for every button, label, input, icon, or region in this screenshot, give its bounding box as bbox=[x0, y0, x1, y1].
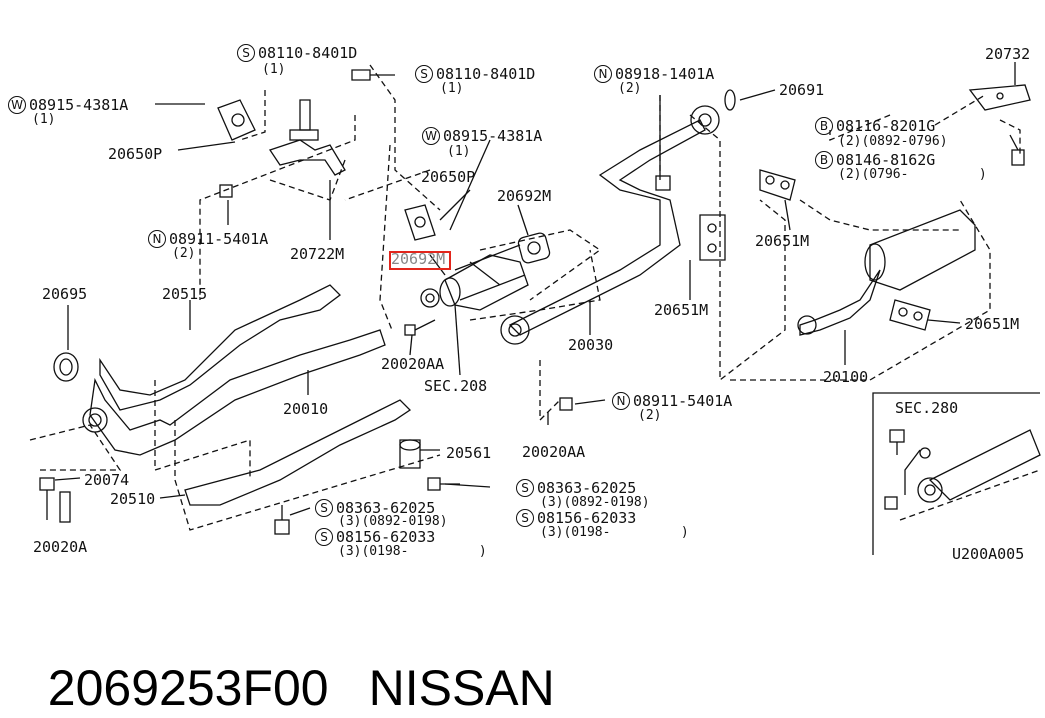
footer-caption: 2069253F00 NISSAN bbox=[20, 598, 555, 718]
part-08363-62025-b: 08363-62025 bbox=[336, 499, 436, 517]
s-marker: S bbox=[315, 499, 333, 517]
s-marker: S bbox=[237, 44, 255, 62]
qty: (1) bbox=[32, 112, 56, 127]
qty: (1) bbox=[262, 62, 286, 77]
part-08911-5401A-b: 08911-5401A bbox=[633, 392, 733, 410]
part-08156-62033-b: 08156-62033 bbox=[336, 528, 436, 546]
b-marker: B bbox=[815, 151, 833, 169]
part-20651M-c: 20651M bbox=[965, 315, 1020, 333]
qty: (1) bbox=[447, 144, 471, 159]
part-08915-4381A-a: 08915-4381A bbox=[29, 96, 129, 114]
part-20732: 20732 bbox=[985, 45, 1031, 63]
part-20650P-a: 20650P bbox=[108, 145, 163, 163]
part-08363-62025-a: 08363-62025 bbox=[537, 479, 637, 497]
part-20695: 20695 bbox=[42, 285, 88, 303]
part-20020A: 20020A bbox=[33, 538, 88, 556]
qty-date: (2)(0796- ) bbox=[838, 167, 987, 182]
part-20722M: 20722M bbox=[290, 245, 345, 263]
part-20692M-highlighted: 20692M bbox=[391, 250, 446, 268]
w-marker: W bbox=[8, 96, 26, 114]
part-20651M-b: 20651M bbox=[654, 301, 709, 319]
qty-date: (3)(0892-0198) bbox=[338, 514, 448, 529]
section-208: SEC.208 bbox=[424, 377, 488, 395]
part-20030: 20030 bbox=[568, 336, 614, 354]
part-08146-8162G: 08146-8162G bbox=[836, 151, 936, 169]
part-20650P-b: 20650P bbox=[421, 168, 476, 186]
s-marker: S bbox=[516, 479, 534, 497]
part-08915-4381A-b: 08915-4381A bbox=[443, 127, 543, 145]
exhaust-parts-diagram bbox=[29, 62, 1041, 555]
s-marker: S bbox=[315, 528, 333, 546]
brand-name: NISSAN bbox=[368, 660, 555, 716]
brackets-and-hangers bbox=[217, 84, 1031, 469]
part-20691: 20691 bbox=[779, 81, 825, 99]
s-marker: S bbox=[516, 509, 534, 527]
part-08911-5401A-a: 08911-5401A bbox=[169, 230, 269, 248]
w-marker: W bbox=[422, 127, 440, 145]
diagram-code: U200A005 bbox=[952, 545, 1025, 563]
part-20510: 20510 bbox=[110, 490, 156, 508]
part-08116-8201G: 08116-8201G bbox=[836, 117, 936, 135]
section-280: SEC.280 bbox=[895, 399, 959, 417]
front-pipe bbox=[53, 284, 412, 506]
b-marker: B bbox=[815, 117, 833, 135]
n-marker: N bbox=[612, 392, 630, 410]
part-20074: 20074 bbox=[84, 471, 130, 489]
part-20020AA-b: 20020AA bbox=[522, 443, 586, 461]
s-marker: S bbox=[415, 65, 433, 83]
part-20020AA-a: 20020AA bbox=[381, 355, 445, 373]
qty-date: (3)(0198- ) bbox=[338, 544, 487, 559]
part-08110-8401D-b: 08110-8401D bbox=[436, 65, 536, 83]
part-08110-8401D-a: 08110-8401D bbox=[258, 44, 358, 62]
muffler bbox=[797, 209, 976, 336]
part-08156-62033-a: 08156-62033 bbox=[537, 509, 637, 527]
qty-date: (3)(0892-0198) bbox=[540, 495, 650, 510]
qty: (2) bbox=[638, 408, 662, 423]
part-20692M: 20692M bbox=[497, 187, 552, 205]
part-number: 2069253F00 bbox=[47, 660, 329, 716]
qty: (2) bbox=[172, 246, 196, 261]
part-20651M-a: 20651M bbox=[755, 232, 810, 250]
qty: (2) bbox=[618, 81, 642, 96]
qty-date: (3)(0198- ) bbox=[540, 525, 689, 540]
part-20010: 20010 bbox=[283, 400, 329, 418]
bolts bbox=[39, 69, 1025, 535]
part-20561: 20561 bbox=[446, 444, 492, 462]
qty: (1) bbox=[440, 81, 464, 96]
dashed-guides bbox=[29, 64, 1021, 531]
qty-date: (2)(0892-0796) bbox=[838, 134, 948, 149]
n-marker: N bbox=[594, 65, 612, 83]
inset-detail bbox=[872, 392, 1041, 555]
part-20515: 20515 bbox=[162, 285, 208, 303]
n-marker: N bbox=[148, 230, 166, 248]
center-pipe bbox=[500, 89, 736, 345]
leader-lines bbox=[54, 62, 1019, 516]
highlight-box bbox=[389, 251, 451, 270]
part-08918-1401A: 08918-1401A bbox=[615, 65, 715, 83]
part-20100: 20100 bbox=[823, 368, 869, 386]
